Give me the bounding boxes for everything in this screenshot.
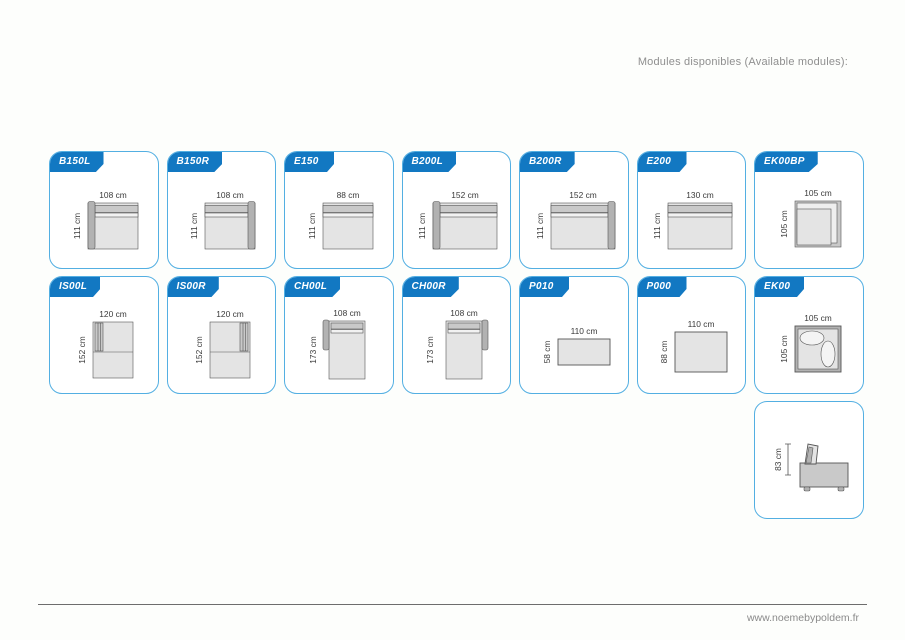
svg-text:108 cm: 108 cm	[333, 308, 360, 318]
svg-text:130 cm: 130 cm	[687, 190, 714, 200]
module-code-tab: P010	[519, 277, 569, 297]
svg-text:111 cm: 111 cm	[417, 212, 427, 238]
module-code-tab: E200	[637, 152, 687, 172]
module-cell-b150r: B150R 108 cm 111 cm	[166, 151, 276, 269]
svg-text:108 cm: 108 cm	[99, 190, 126, 200]
module-card-ch00r[interactable]: CH00R 108 cm 173 cm	[401, 276, 511, 394]
module-diagram: 108 cm 173 cm	[403, 298, 511, 393]
svg-text:173 cm: 173 cm	[425, 336, 435, 363]
module-card-p000[interactable]: P000 110 cm 88 cm	[636, 276, 746, 394]
module-card-ch00l[interactable]: CH00L 108 cm 173 cm	[284, 276, 394, 394]
module-code-tab: CH00L	[284, 277, 341, 297]
svg-text:152 cm: 152 cm	[194, 336, 204, 363]
module-cell-ch00l: CH00L 108 cm 173 cm	[284, 276, 394, 394]
module-cell-ch00r: CH00R 108 cm 173 cm	[401, 276, 511, 394]
module-cell-p000: P000 110 cm 88 cm	[636, 276, 746, 394]
svg-text:58 cm: 58 cm	[542, 340, 552, 363]
svg-text:120 cm: 120 cm	[217, 309, 244, 319]
module-card-p010[interactable]: P010 110 cm 58 cm	[519, 276, 629, 394]
svg-text:152 cm: 152 cm	[77, 336, 87, 363]
svg-text:110 cm: 110 cm	[570, 326, 597, 336]
module-cell-e150: E150 88 cm 111 cm	[284, 151, 394, 269]
svg-text:110 cm: 110 cm	[688, 319, 715, 329]
module-card-is00r[interactable]: IS00R 120 cm 152 cm	[166, 276, 276, 394]
module-card-b150r[interactable]: B150R 108 cm 111 cm	[166, 151, 276, 269]
module-cell-b150l: B150L 108 cm 111 cm	[49, 151, 159, 269]
module-code-tab: P000	[637, 277, 687, 297]
module-card-b150l[interactable]: B150L 108 cm 111 cm	[49, 151, 159, 269]
module-diagram: 108 cm 173 cm	[285, 298, 393, 393]
module-diagram: 105 cm 105 cm	[755, 173, 863, 268]
module-card-ek00[interactable]: EK00 105 cm 105 cm	[754, 276, 864, 394]
module-cell-ek00: EK00 105 cm 105 cm	[754, 276, 864, 394]
module-diagram: 120 cm 152 cm	[50, 298, 158, 393]
module-diagram: 88 cm 111 cm	[285, 173, 393, 268]
module-diagram: 108 cm 111 cm	[168, 173, 276, 268]
svg-text:105 cm: 105 cm	[804, 188, 831, 198]
module-diagram: 130 cm 111 cm	[638, 173, 746, 268]
svg-text:108 cm: 108 cm	[451, 308, 478, 318]
module-card-side-elevation[interactable]: 83 cm	[754, 401, 864, 519]
module-cell-b200l: B200L 152 cm 111 cm	[401, 151, 511, 269]
module-diagram: 110 cm 88 cm	[638, 298, 746, 393]
module-code-tab: B200R	[519, 152, 575, 172]
module-code-tab: E150	[284, 152, 334, 172]
footer-url: www.noemebypoldem.fr	[746, 612, 859, 624]
svg-text:108 cm: 108 cm	[217, 190, 244, 200]
module-diagram: 110 cm 58 cm	[520, 298, 628, 393]
module-code-tab: B150L	[49, 152, 104, 172]
module-code-tab: IS00L	[49, 277, 101, 297]
module-diagram: 152 cm 111 cm	[520, 173, 628, 268]
module-diagram: 83 cm	[755, 402, 863, 518]
page-title: Modules disponibles (Available modules):	[637, 56, 848, 68]
module-diagram: 105 cm 105 cm	[755, 298, 863, 393]
svg-text:111 cm: 111 cm	[652, 212, 662, 238]
module-code-tab: B150R	[167, 152, 223, 172]
module-cell-side-elevation: 83 cm	[754, 401, 864, 519]
svg-text:152 cm: 152 cm	[452, 190, 479, 200]
svg-text:111 cm: 111 cm	[307, 212, 317, 238]
svg-text:105 cm: 105 cm	[804, 313, 831, 323]
module-card-b200l[interactable]: B200L 152 cm 111 cm	[401, 151, 511, 269]
module-card-ek00bp[interactable]: EK00BP 105 cm 105 cm	[754, 151, 864, 269]
module-diagram: 108 cm 111 cm	[50, 173, 158, 268]
svg-text:120 cm: 120 cm	[99, 309, 126, 319]
module-card-e200[interactable]: E200 130 cm 111 cm	[636, 151, 746, 269]
svg-text:111 cm: 111 cm	[72, 212, 82, 238]
module-code-tab: B200L	[402, 152, 457, 172]
module-diagram: 120 cm 152 cm	[168, 298, 276, 393]
module-cell-p010: P010 110 cm 58 cm	[519, 276, 629, 394]
module-cell-b200r: B200R 152 cm 111 cm	[519, 151, 629, 269]
module-cell-ek00bp: EK00BP 105 cm 105 cm	[754, 151, 864, 269]
svg-text:105 cm: 105 cm	[779, 210, 789, 237]
svg-text:88 cm: 88 cm	[336, 190, 359, 200]
svg-text:83 cm: 83 cm	[773, 448, 783, 471]
svg-text:111 cm: 111 cm	[535, 212, 545, 238]
module-code-tab: CH00R	[402, 277, 459, 297]
module-code-tab: EK00BP	[754, 152, 818, 172]
module-code-tab: IS00R	[167, 277, 219, 297]
svg-text:111 cm: 111 cm	[189, 212, 199, 238]
module-card-b200r[interactable]: B200R 152 cm 111 cm	[519, 151, 629, 269]
svg-text:152 cm: 152 cm	[569, 190, 596, 200]
module-code-tab: EK00	[754, 277, 804, 297]
module-card-is00l[interactable]: IS00L 120 cm 152 cm	[49, 276, 159, 394]
footer-divider	[38, 604, 867, 605]
module-cell-is00l: IS00L 120 cm 152 cm	[49, 276, 159, 394]
module-diagram: 152 cm 111 cm	[403, 173, 511, 268]
svg-text:173 cm: 173 cm	[308, 336, 318, 363]
module-cell-is00r: IS00R 120 cm 152 cm	[166, 276, 276, 394]
module-card-e150[interactable]: E150 88 cm 111 cm	[284, 151, 394, 269]
svg-text:105 cm: 105 cm	[779, 335, 789, 362]
svg-text:88 cm: 88 cm	[659, 340, 669, 363]
module-cell-e200: E200 130 cm 111 cm	[636, 151, 746, 269]
